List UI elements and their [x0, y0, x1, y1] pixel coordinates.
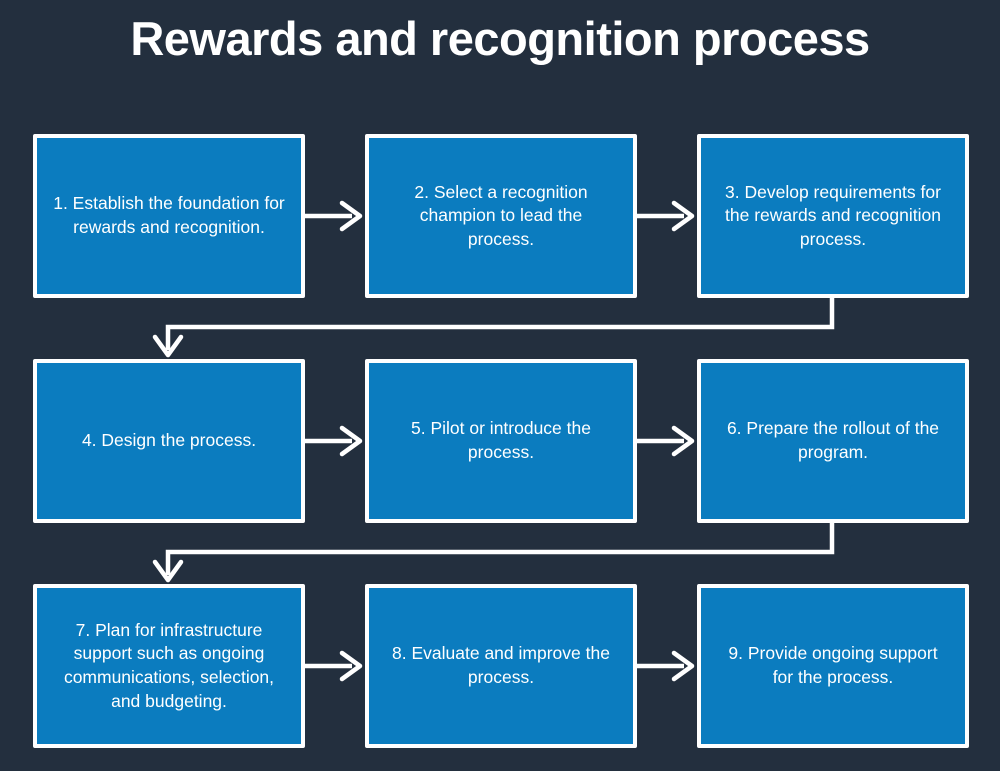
step-6-box: 6. Prepare the rollout of the program. [697, 359, 969, 523]
step-1-box: 1. Establish the foundation for rewards … [33, 134, 305, 298]
step-7-label: 7. Plan for infrastructure support such … [63, 619, 275, 711]
connector-elbow-step6-step7 [165, 523, 835, 575]
step-8-label: 8. Evaluate and improve the process. [392, 643, 610, 687]
arrow-right-head-icon [671, 200, 695, 232]
step-9-label: 9. Provide ongoing support for the proce… [728, 643, 938, 687]
arrow-right-head-icon [671, 425, 695, 457]
arrow-right-head-icon [339, 200, 363, 232]
arrow-down-head-icon [152, 559, 184, 583]
step-5-label: 5. Pilot or introduce the process. [411, 418, 591, 462]
arrow-right-head-icon [339, 425, 363, 457]
step-6-label: 6. Prepare the rollout of the program. [726, 418, 940, 462]
step-9-box: 9. Provide ongoing support for the proce… [697, 584, 969, 748]
arrow-right-head-icon [671, 650, 695, 682]
step-2-box: 2. Select a recognition champion to lead… [365, 134, 637, 298]
step-8-box: 8. Evaluate and improve the process. [365, 584, 637, 748]
step-4-label: 4. Design the process. [81, 430, 257, 451]
arrow-down-head-icon [152, 334, 184, 358]
connector-elbow-step3-step4 [165, 298, 835, 350]
step-1-label: 1. Establish the foundation for rewards … [53, 193, 285, 237]
step-2-label: 2. Select a recognition champion to lead… [414, 181, 588, 249]
arrow-right-head-icon [339, 650, 363, 682]
step-3-label: 3. Develop requirements for the rewards … [725, 181, 941, 249]
page-title: Rewards and recognition process [130, 12, 870, 65]
step-4-box: 4. Design the process. [33, 359, 305, 523]
step-5-box: 5. Pilot or introduce the process. [365, 359, 637, 523]
step-7-box: 7. Plan for infrastructure support such … [33, 584, 305, 748]
step-3-box: 3. Develop requirements for the rewards … [697, 134, 969, 298]
